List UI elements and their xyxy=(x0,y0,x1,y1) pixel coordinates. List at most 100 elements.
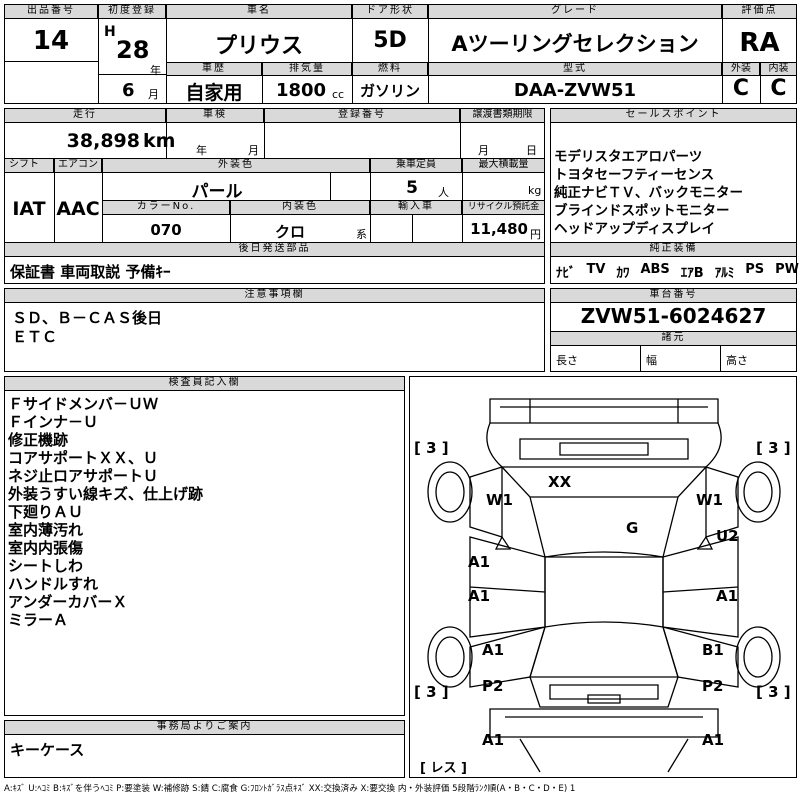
chassis-label: 車台番号 xyxy=(550,288,797,303)
mark-u2: U2 xyxy=(716,527,739,545)
inspect-month: 月 xyxy=(248,144,259,157)
ext-grade: C xyxy=(732,76,750,101)
damage-diagram: [ 3 ] [ 3 ] [ 3 ] [ 3 ] XX W1 W1 G U2 A1… xyxy=(409,376,797,778)
spec-width: 幅 xyxy=(646,354,657,367)
inspector-line: アンダーカバーＸ xyxy=(8,593,128,611)
mark-tl3: [ 3 ] xyxy=(414,439,449,457)
notes-label: 注意事項欄 xyxy=(4,288,545,303)
import-label: 輸入車 xyxy=(370,200,462,215)
score-value: RA xyxy=(739,28,780,58)
sales-item: モデリスタエアロパーツ xyxy=(554,149,703,165)
intcolor-label: 内装色 xyxy=(230,200,370,215)
intcolor-unit: 系 xyxy=(356,228,367,241)
transfer-month: 月 xyxy=(478,144,489,157)
car-name: プリウス xyxy=(214,34,303,59)
inspect-label: 車検 xyxy=(166,108,264,123)
recycle-value: 11,480 xyxy=(470,220,528,238)
color-value: パール xyxy=(191,182,243,202)
equip-item: PS xyxy=(745,262,765,277)
shift-label: シフト xyxy=(4,158,54,173)
inspector-line: ミラーＡ xyxy=(8,611,69,629)
inspector-line: ハンドルすれ xyxy=(8,575,99,593)
door-value: 5D xyxy=(373,28,407,53)
spec-label: 諸元 xyxy=(550,331,797,346)
int-grade: C xyxy=(770,76,787,101)
cap-value: 5 xyxy=(406,178,418,198)
notes-line: ＥＴＣ xyxy=(12,328,58,346)
score-label: 評価点 xyxy=(722,4,797,19)
mark-tr3: [ 3 ] xyxy=(756,439,791,457)
equip-label: 純正装備 xyxy=(550,242,797,257)
mark-p2-right: P2 xyxy=(702,677,724,695)
cap-unit: 人 xyxy=(438,186,449,199)
mark-a1-bottom-left: A1 xyxy=(482,731,505,749)
fuel-label: 燃料 xyxy=(352,62,428,76)
colorno-label: カラーNo. xyxy=(102,200,230,215)
inspector-line: ネジ止ロアサポートＵ xyxy=(8,467,159,485)
reg-year-unit: 年 xyxy=(150,64,161,77)
inspector-line: コアサポートＸＸ、Ｕ xyxy=(8,449,159,467)
later-value: 保証書 車両取説 予備ｷｰ xyxy=(10,263,171,281)
shift-value: IAT xyxy=(12,198,46,220)
lot-label: 出品番号 xyxy=(4,4,98,19)
sales-item: トヨタセーフティーセンス xyxy=(554,167,715,183)
mark-bl3: [ 3 ] xyxy=(414,683,449,701)
transfer-day: 日 xyxy=(526,144,537,157)
ext-label: 外装 xyxy=(722,62,760,76)
reg-era: H xyxy=(104,24,116,40)
inspector-list: Ｆサイドメンバ－ＵＷ Ｆインナ－Ｕ 修正機跡 コアサポートＸＸ、Ｕ ネジ止ロアサ… xyxy=(8,395,203,629)
mark-a1-bottom-right: A1 xyxy=(702,731,725,749)
office-label: 事務局よりご案内 xyxy=(4,720,405,735)
equip-item: ｶﾜ xyxy=(616,266,630,281)
mark-w1-left: W1 xyxy=(486,491,513,509)
mark-a1-left-3: A1 xyxy=(482,641,505,659)
mark-a1-right: A1 xyxy=(716,587,739,605)
model-label: 型式 xyxy=(428,62,722,76)
equip-item: ﾅﾋﾞ xyxy=(556,266,576,281)
equip-item: TV xyxy=(586,262,606,277)
inspector-line: シートしわ xyxy=(8,557,84,575)
mark-br3: [ 3 ] xyxy=(756,683,791,701)
load-unit: kg xyxy=(528,184,542,197)
intcolor-value: クロ xyxy=(274,223,305,241)
mark-w1-right: W1 xyxy=(696,491,723,509)
ac-label: エアコン xyxy=(54,158,102,173)
mark-xx: XX xyxy=(548,473,572,491)
notes-text: ＳＤ、Ｂ－ＣＡＳ後日 ＥＴＣ xyxy=(12,309,162,347)
equip-item: ABS xyxy=(640,262,670,277)
mark-b1: B1 xyxy=(702,641,724,659)
inspector-line: 室内薄汚れ xyxy=(8,521,84,539)
mark-p2-left: P2 xyxy=(482,677,504,695)
equip-item: ｴｱB xyxy=(680,266,704,281)
mark-les: [ レス ] xyxy=(420,761,467,776)
later-label: 後日発送部品 xyxy=(4,242,545,257)
inspector-line: 下廻りＡＵ xyxy=(8,503,84,521)
int-label: 内装 xyxy=(760,62,797,76)
notes-line: ＳＤ、Ｂ－ＣＡＳ後日 xyxy=(12,309,163,327)
equip-item: ｱﾙﾐ xyxy=(714,266,735,281)
reg-year: 28 xyxy=(116,36,150,64)
equip-list: ﾅﾋﾞ TV ｶﾜ ABS ｴｱB ｱﾙﾐ PS PW xyxy=(556,262,799,281)
sales-item: ヘッドアップディスプレイ xyxy=(554,221,716,237)
grade-value: Aツーリングセレクション xyxy=(451,32,699,56)
door-label: ドア形状 xyxy=(352,4,428,19)
spec-length: 長さ xyxy=(556,354,578,367)
disp-label: 排気量 xyxy=(262,62,352,76)
recycle-unit: 円 xyxy=(530,228,541,241)
cap-label: 乗車定員 xyxy=(370,158,462,173)
grade-label: グレード xyxy=(428,4,722,19)
model-value: DAA-ZVW51 xyxy=(513,80,637,101)
reg-label: 初度登録 xyxy=(98,4,166,19)
mark-a1-left-2: A1 xyxy=(468,587,491,605)
reg-month: 6 xyxy=(122,80,135,101)
sales-item: 純正ナビＴＶ、バックモニター xyxy=(554,185,743,201)
transfer-label: 譲渡書類期限 xyxy=(460,108,545,123)
recycle-label: リサイクル預託金 xyxy=(462,200,545,215)
color-label: 外装色 xyxy=(102,158,370,173)
fuel-value: ガソリン xyxy=(359,82,420,100)
inspector-line: 外装うすい線キズ、仕上げ跡 xyxy=(8,485,204,503)
equip-item: PW xyxy=(775,262,799,277)
inspector-line: 修正機跡 xyxy=(8,431,69,449)
car-outline xyxy=(427,398,781,773)
sales-item: ブラインドスポットモニター xyxy=(554,203,730,219)
